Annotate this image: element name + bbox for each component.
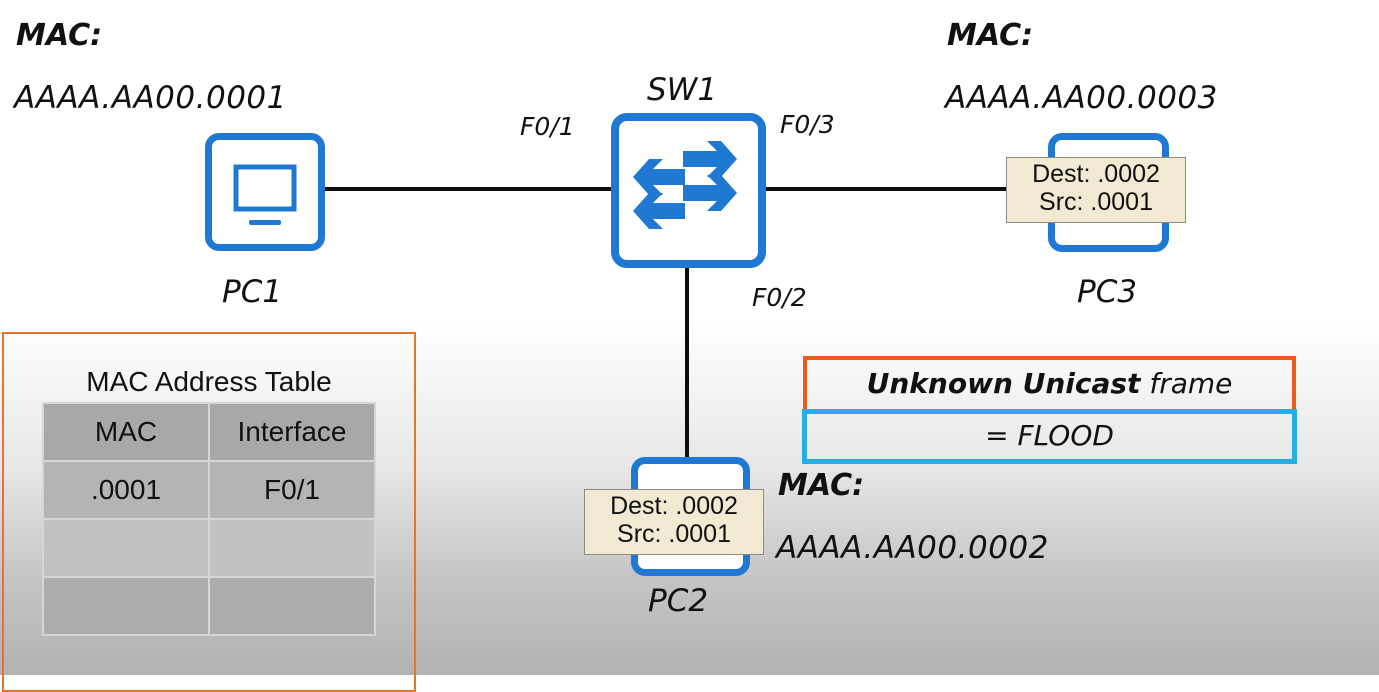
pc1-mac-address: AAAA.AA00.0001 — [14, 80, 287, 116]
link-sw1-pc2 — [685, 266, 689, 460]
sw1-label: SW1 — [647, 72, 718, 108]
mac-address-table: MAC Interface .0001 F0/1 — [42, 402, 376, 636]
frame-src: Src: .0001 — [1039, 188, 1153, 216]
pc2-mac-heading: MAC: — [778, 468, 865, 503]
port-label-f0-1: F0/1 — [520, 112, 575, 141]
cell-interface — [208, 518, 376, 578]
pc1-label: PC1 — [222, 274, 283, 310]
rule-condition: Unknown Unicast frame — [867, 367, 1233, 400]
pc2-label: PC2 — [648, 583, 709, 619]
pc1-device[interactable] — [205, 133, 325, 251]
link-sw1-pc3 — [765, 187, 1010, 191]
rule-condition-box: Unknown Unicast frame — [803, 356, 1296, 413]
frame-tag-pc3: Dest: .0002 Src: .0001 — [1006, 157, 1186, 223]
mac-table-title: MAC Address Table — [86, 366, 332, 397]
table-header-row: MAC Interface — [42, 402, 376, 462]
cell-mac: .0001 — [42, 460, 210, 520]
table-row — [42, 576, 376, 636]
pc3-mac-heading: MAC: — [947, 18, 1034, 53]
column-header-mac: MAC — [42, 402, 210, 462]
table-row: .0001 F0/1 — [42, 460, 376, 520]
mac-address-table-panel: MAC Address Table MAC Interface .0001 F0… — [2, 332, 416, 692]
cell-interface — [208, 576, 376, 636]
rule-condition-bold: Unknown Unicast — [866, 367, 1141, 400]
sw1-device[interactable] — [611, 113, 766, 268]
link-pc1-sw1 — [322, 187, 612, 191]
column-header-interface: Interface — [208, 402, 376, 462]
cell-interface: F0/1 — [208, 460, 376, 520]
port-label-f0-3: F0/3 — [780, 110, 835, 139]
cell-mac — [42, 576, 210, 636]
pc3-label: PC3 — [1077, 274, 1138, 310]
switch-arrows-icon — [633, 141, 737, 229]
pc-monitor-icon — [233, 164, 297, 225]
rule-result: = FLOOD — [985, 419, 1114, 452]
table-row — [42, 518, 376, 578]
rule-condition-normal: frame — [1140, 367, 1233, 400]
port-label-f0-2: F0/2 — [752, 283, 807, 312]
frame-dest: Dest: .0002 — [1032, 160, 1160, 188]
frame-src: Src: .0001 — [617, 520, 731, 548]
pc2-mac-address: AAAA.AA00.0002 — [776, 530, 1049, 566]
frame-tag-pc2: Dest: .0002 Src: .0001 — [584, 489, 764, 555]
pc3-mac-address: AAAA.AA00.0003 — [945, 80, 1218, 116]
cell-mac — [42, 518, 210, 578]
pc1-mac-heading: MAC: — [16, 18, 103, 53]
rule-result-box: = FLOOD — [802, 409, 1297, 464]
frame-dest: Dest: .0002 — [610, 492, 738, 520]
